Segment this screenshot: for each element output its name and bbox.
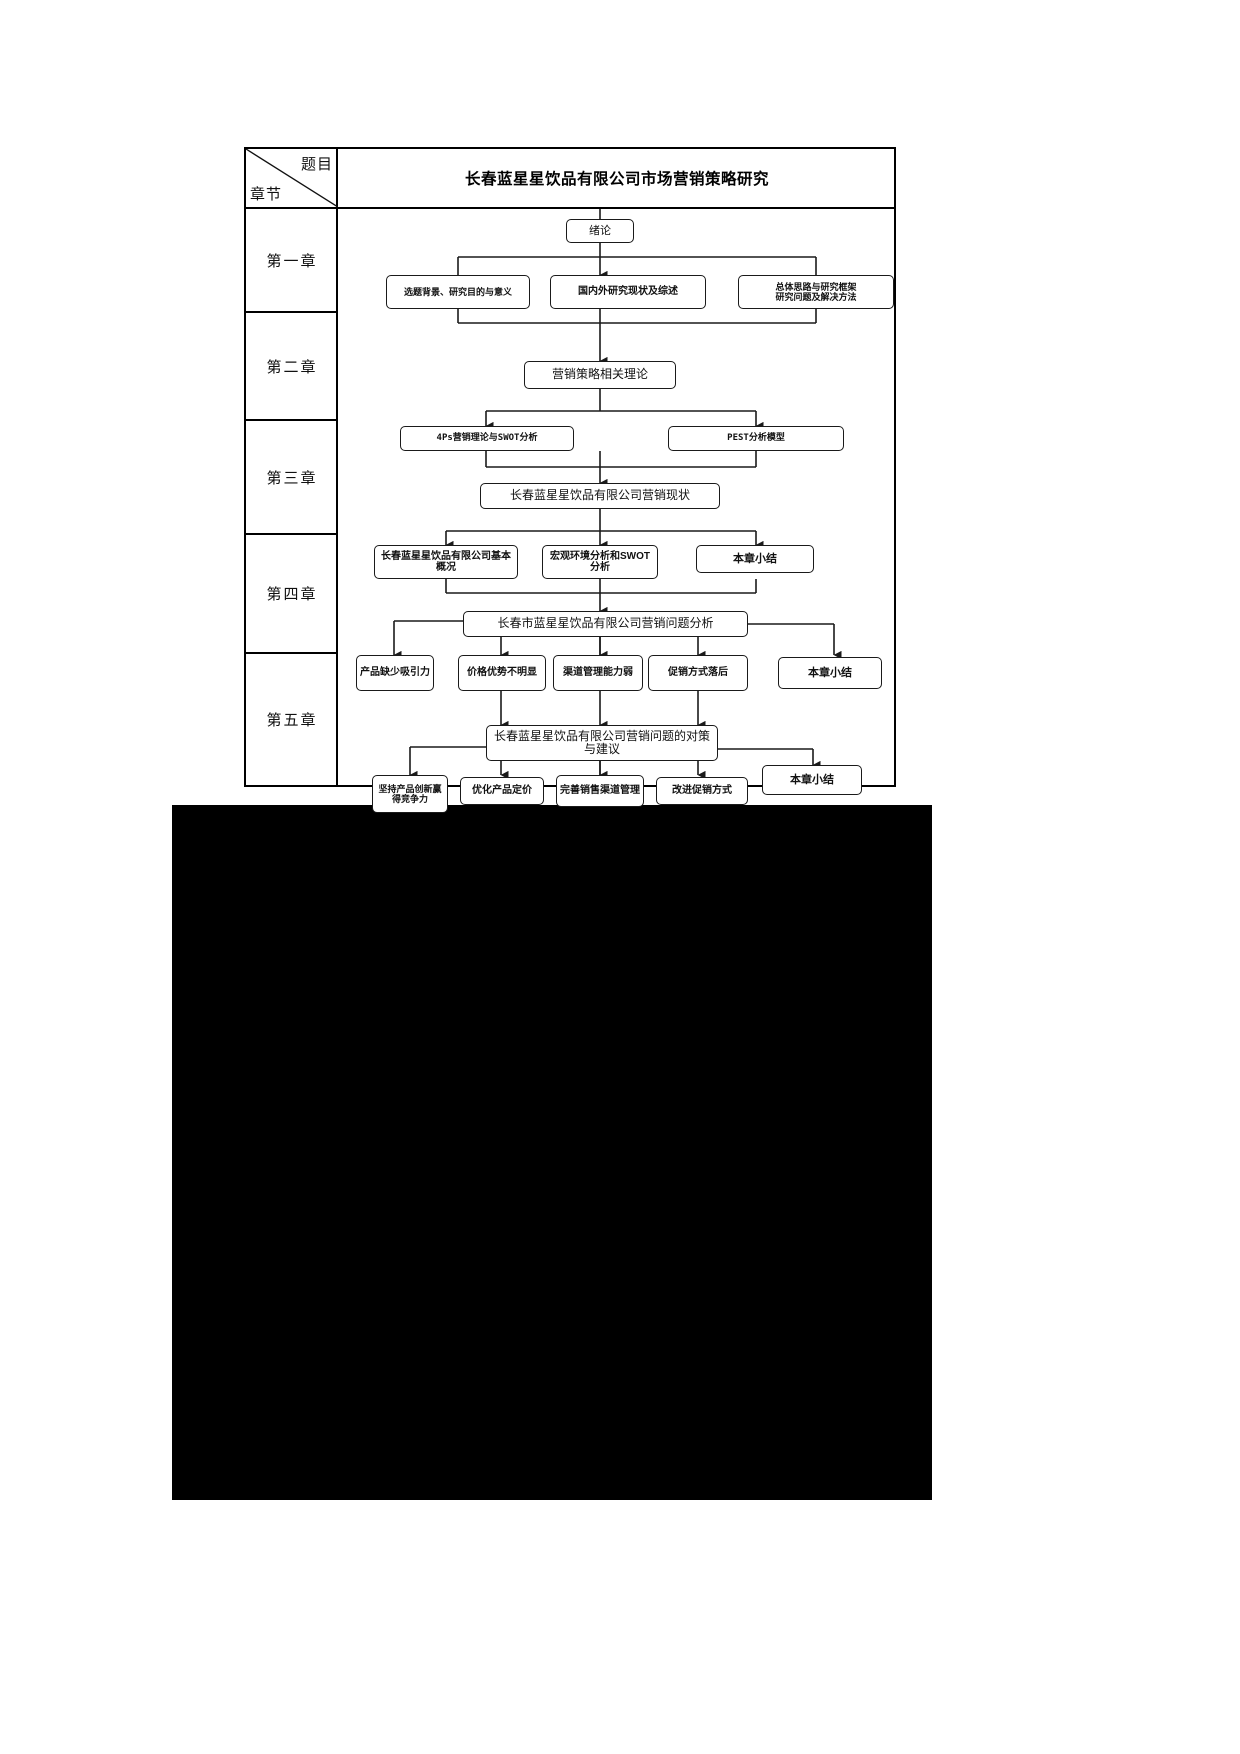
node-4ps-swot[interactable]: 4Ps营销理论与SWOT分析: [400, 426, 574, 451]
node-introduction[interactable]: 绪论: [566, 219, 634, 243]
chapter-cell-2: 第二章: [246, 313, 338, 421]
node-chapter4-summary[interactable]: 本章小结: [778, 657, 882, 689]
node-problem-channel[interactable]: 渠道管理能力弱: [553, 655, 643, 691]
node-marketing-problems[interactable]: 长春市蓝星星饮品有限公司营销问题分析: [463, 611, 748, 637]
node-solution-promotion[interactable]: 改进促销方式: [656, 777, 748, 805]
node-chapter3-summary[interactable]: 本章小结: [696, 545, 814, 573]
node-solution-channel[interactable]: 完善销售渠道管理: [556, 775, 644, 807]
node-problem-product[interactable]: 产品缺少吸引力: [356, 655, 434, 691]
flowchart-connectors: [393, 209, 842, 780]
node-solution-innovation[interactable]: 坚持产品创新赢得竞争力: [372, 775, 448, 813]
node-background-purpose[interactable]: 选题背景、研究目的与意义: [386, 275, 530, 309]
chapter-cell-5: 第五章: [266, 713, 318, 729]
chapter-column: 题目 章节 第一章 第二章 第三章 第四章 第五章: [246, 149, 338, 785]
black-content-block: [172, 805, 932, 1500]
page-title: 长春蓝星星饮品有限公司市场营销策略研究: [338, 149, 896, 209]
node-research-framework[interactable]: 总体思路与研究框架 研究问题及解决方法: [738, 275, 894, 309]
node-literature-review[interactable]: 国内外研究现状及综述: [550, 275, 706, 309]
table-corner-header: 题目 章节: [246, 149, 338, 209]
node-marketing-status[interactable]: 长春蓝星星饮品有限公司营销现状: [480, 483, 720, 509]
node-marketing-theory[interactable]: 营销策略相关理论: [524, 361, 676, 389]
node-macro-swot[interactable]: 宏观环境分析和SWOT分析: [542, 545, 658, 579]
chapter-header-label: 章节: [250, 187, 283, 203]
chapter-cell-4: 第四章: [246, 535, 338, 654]
node-problem-price[interactable]: 价格优势不明显: [458, 655, 546, 691]
node-company-profile[interactable]: 长春蓝星星饮品有限公司基本概况: [374, 545, 518, 579]
node-problem-promotion[interactable]: 促销方式落后: [648, 655, 748, 691]
chapter-cell-3: 第三章: [246, 421, 338, 535]
diagonal-divider-icon: [246, 149, 338, 207]
chapter-cell-1: 第一章: [246, 209, 338, 313]
thesis-structure-table: 题目 章节 第一章 第二章 第三章 第四章 第五章 长春蓝星星饮品有限公司市场营…: [244, 147, 896, 813]
flowchart-canvas: 绪论 选题背景、研究目的与意义 国内外研究现状及综述 总体思路与研究框架 研究问…: [338, 209, 896, 813]
topic-header-label: 题目: [300, 157, 333, 173]
page-title-text: 长春蓝星星饮品有限公司市场营销策略研究: [464, 171, 769, 188]
node-pest-model[interactable]: PEST分析模型: [668, 426, 844, 451]
node-solution-pricing[interactable]: 优化产品定价: [460, 777, 544, 805]
node-solutions[interactable]: 长春蓝星星饮品有限公司营销问题的对策与建议: [486, 725, 718, 761]
node-chapter5-summary[interactable]: 本章小结: [762, 765, 862, 795]
